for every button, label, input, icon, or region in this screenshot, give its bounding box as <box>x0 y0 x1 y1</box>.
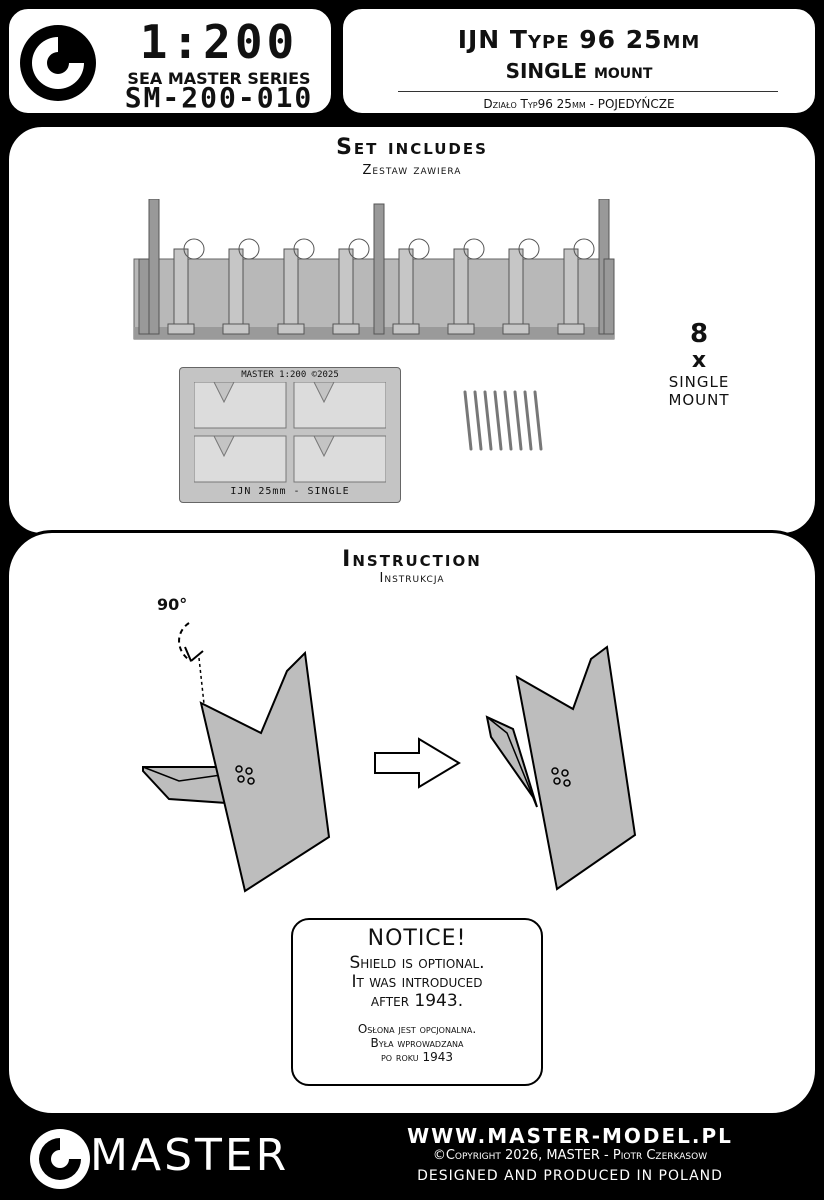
fret-parts <box>194 382 386 483</box>
footer-copyright: ©Copyright 2026, MASTER - Piotr Czerkaso… <box>432 1148 708 1163</box>
series-label: SEA MASTER SERIES <box>127 69 311 88</box>
notice-line1: Shield is optional. <box>349 953 485 973</box>
fret-bottom-text: IJN 25mm - SINGLE <box>230 486 350 497</box>
photo-etch-fret: MASTER 1:200 ©2025 IJN 25mm - SINGLE <box>179 367 401 503</box>
product-subtitle: SINGLE mount <box>505 59 653 83</box>
mount-count: 8 x SINGLE MOUNT <box>649 319 749 409</box>
product-title-pl: Działo Typ96 25mm - POJEDYŃCZE <box>483 97 675 111</box>
title-panel: IJN Type 96 25mm SINGLE mount Działo Typ… <box>340 6 818 116</box>
notice-title: NOTICE! <box>367 926 467 951</box>
set-includes-panel: Set includes Zestaw zawiera MASTER 1:200… <box>6 124 818 536</box>
footer-website[interactable]: WWW.MASTER-MODEL.PL <box>407 1124 733 1148</box>
notice-pl-line3: po roku 1943 <box>380 1050 454 1064</box>
fret-top-text: MASTER 1:200 ©2025 <box>241 370 339 380</box>
mount-count-number: 8 <box>689 319 709 349</box>
product-title: IJN Type 96 25mm <box>457 25 701 54</box>
footer-logo-icon <box>30 1129 90 1189</box>
shield-before-diagram <box>142 622 331 893</box>
instruction-panel: Instruction Instrukcja 90° NOTICE! Shiel… <box>6 530 818 1116</box>
set-includes-heading: Set includes <box>336 135 488 160</box>
step-arrow-icon <box>374 737 461 789</box>
mount-count-times: x <box>691 348 707 373</box>
scale-panel: 1:200 SEA MASTER SERIES SM-200-010 <box>6 6 334 116</box>
instruction-heading: Instruction <box>342 547 482 572</box>
set-includes-subheading: Zestaw zawiera <box>362 163 462 178</box>
mount-count-line2: MOUNT <box>668 391 730 409</box>
notice-pl-line2: Była wprowadzana <box>370 1036 464 1050</box>
master-logo-icon <box>20 25 96 101</box>
footer-brand: MASTER <box>90 1130 290 1181</box>
shield-after-diagram <box>485 645 637 891</box>
footer-made-in: DESIGNED AND PRODUCED IN POLAND <box>417 1168 723 1184</box>
notice-line3: after 1943. <box>370 991 464 1011</box>
bend-angle-label: 90° <box>157 595 188 614</box>
product-code: SM-200-010 <box>124 81 314 114</box>
scale-label: 1:200 <box>139 15 299 69</box>
mount-count-line1: SINGLE <box>668 373 730 391</box>
resin-casting-block <box>133 199 615 340</box>
instruction-subheading: Instrukcja <box>379 571 445 586</box>
notice-line2: It was introduced <box>351 972 483 992</box>
gun-barrels <box>463 390 543 451</box>
notice-box: NOTICE! Shield is optional. It was intro… <box>291 918 543 1086</box>
notice-pl-line1: Osłona jest opcjonalna. <box>357 1022 477 1036</box>
title-divider <box>398 91 778 92</box>
